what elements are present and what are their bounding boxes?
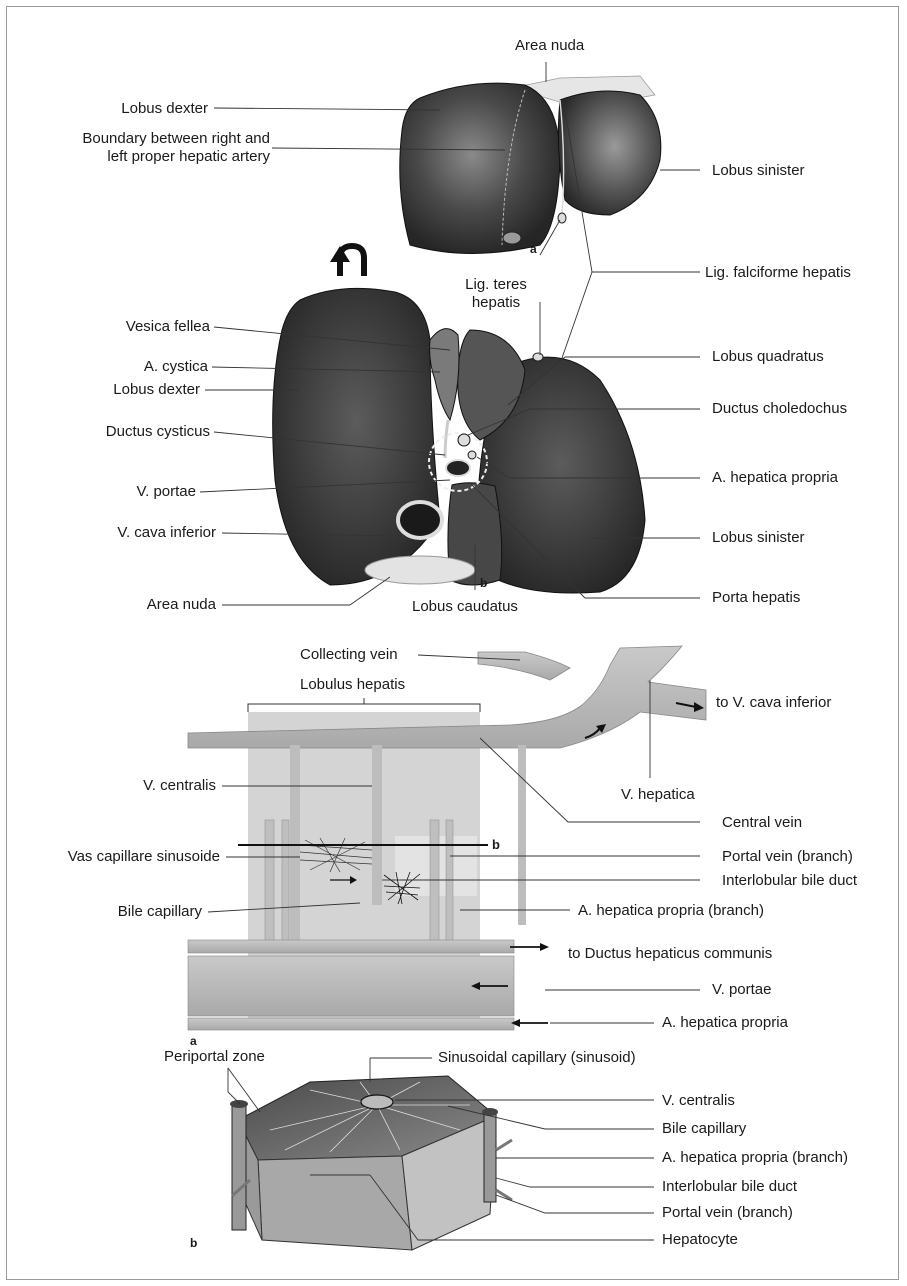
hepatic-artery-section	[468, 451, 476, 459]
block-portal-triad-right	[484, 1112, 496, 1202]
label-ductus-choledochus: Ductus choledochus	[712, 400, 847, 418]
label-a-cystica: A. cystica	[60, 358, 208, 376]
portal-vein-section	[446, 460, 470, 476]
label-v-hepatica: V. hepatica	[621, 786, 695, 804]
label-v-portae-liver: V. portae	[60, 483, 196, 501]
panel-letter-liver-a: a	[530, 242, 537, 256]
label-boundary-line2: left proper hepatic artery	[30, 148, 270, 166]
portal-branch-3	[430, 820, 439, 948]
label-area-nuda-top: Area nuda	[515, 37, 584, 55]
label-v-centralis-block: V. centralis	[662, 1092, 735, 1110]
liver-anterior-view	[400, 76, 661, 254]
label-ductus-cysticus: Ductus cysticus	[60, 423, 210, 441]
label-area-nuda-bottom: Area nuda	[60, 596, 216, 614]
label-a-hepatica-branch-block: A. hepatica propria (branch)	[662, 1149, 848, 1167]
label-portal-vein-branch-block: Portal vein (branch)	[662, 1204, 793, 1222]
label-porta-hepatis: Porta hepatis	[712, 589, 800, 607]
panel-letter-liver-b: b	[480, 576, 487, 590]
arrow-to-ductus-head	[540, 943, 549, 951]
label-vesica-fellea: Vesica fellea	[60, 318, 210, 336]
label-lig-teres-line2: hepatis	[436, 294, 556, 312]
right-lobe-anterior	[400, 83, 560, 253]
gallbladder-tip	[503, 232, 521, 244]
hepatic-artery-trunk	[188, 1018, 514, 1030]
liver-visceral-view	[273, 288, 645, 593]
portal-branch-1	[265, 820, 274, 948]
right-lobe-visceral	[273, 288, 440, 585]
central-vein-left-trunk	[290, 745, 300, 940]
label-interlobular-bile-duct-lobule: Interlobular bile duct	[722, 872, 857, 890]
lobulus-bracket	[248, 698, 480, 712]
label-hepatocyte: Hepatocyte	[662, 1231, 738, 1249]
panel-letter-block-b: b	[190, 1236, 197, 1250]
common-bile-duct-section	[458, 434, 470, 446]
label-lobus-sinister-bottom: Lobus sinister	[712, 529, 805, 547]
label-lobus-sinister-top: Lobus sinister	[712, 162, 805, 180]
gallbladder	[430, 329, 459, 420]
cross-section-marker-b: b	[492, 837, 500, 852]
ivc-opening	[398, 502, 442, 538]
area-nuda-bottom-tissue	[365, 556, 475, 584]
portal-branch-4	[446, 820, 453, 948]
label-lig-falciforme: Lig. falciforme hepatis	[705, 264, 851, 282]
panel-letter-lobule-a: a	[190, 1034, 197, 1048]
label-bile-capillary-lobule: Bile capillary	[40, 903, 202, 921]
lig-teres-stump-bottom	[533, 353, 543, 361]
block-portal-left-top	[230, 1100, 248, 1108]
hepatic-lobule-block	[230, 1076, 512, 1250]
label-lobus-quadratus: Lobus quadratus	[712, 348, 824, 366]
label-sinusoidal-capillary: Sinusoidal capillary (sinusoid)	[438, 1049, 636, 1067]
collecting-vein-branch	[478, 652, 570, 680]
label-boundary-line1: Boundary between right and	[30, 130, 270, 148]
label-lobus-dexter-top: Lobus dexter	[60, 100, 208, 118]
label-a-hepatica-propria-lobule: A. hepatica propria	[662, 1014, 788, 1032]
label-to-v-cava: to V. cava inferior	[716, 694, 831, 712]
label-interlobular-bile-duct-block: Interlobular bile duct	[662, 1178, 797, 1196]
block-front-face	[258, 1156, 412, 1250]
block-portal-triad-left	[232, 1105, 246, 1230]
label-v-centralis-lobule: V. centralis	[60, 777, 216, 795]
portal-vein-trunk	[188, 956, 514, 1016]
label-periportal-zone: Periportal zone	[164, 1048, 265, 1066]
block-central-vein	[361, 1095, 393, 1109]
label-lig-teres-line1: Lig. teres	[436, 276, 556, 294]
label-a-hepatica-branch-lobule: A. hepatica propria (branch)	[578, 902, 764, 920]
label-lobus-caudatus: Lobus caudatus	[412, 598, 518, 616]
label-collecting-vein: Collecting vein	[300, 646, 398, 664]
label-a-hepatica-propria-liver: A. hepatica propria	[712, 469, 838, 487]
lobule-diagram	[188, 646, 706, 1030]
label-to-ductus: to Ductus hepaticus communis	[568, 945, 772, 963]
label-bile-capillary-block: Bile capillary	[662, 1120, 746, 1138]
central-vein-mid-trunk	[372, 745, 382, 905]
label-lobulus-hepatis: Lobulus hepatis	[300, 676, 405, 694]
label-vas-capillare: Vas capillare sinusoide	[20, 848, 220, 866]
central-vein-right-trunk	[518, 745, 526, 925]
collecting-vein	[188, 646, 706, 748]
label-portal-vein-branch-lobule: Portal vein (branch)	[722, 848, 853, 866]
cystic-duct	[445, 420, 448, 458]
portal-branch-2	[282, 820, 289, 948]
left-lobe-anterior	[558, 91, 661, 215]
label-v-portae-lobule: V. portae	[712, 981, 772, 999]
label-central-vein: Central vein	[722, 814, 802, 832]
bile-duct-trunk	[188, 940, 514, 953]
label-v-cava-inferior: V. cava inferior	[40, 524, 216, 542]
label-lobus-dexter-bottom: Lobus dexter	[60, 381, 200, 399]
